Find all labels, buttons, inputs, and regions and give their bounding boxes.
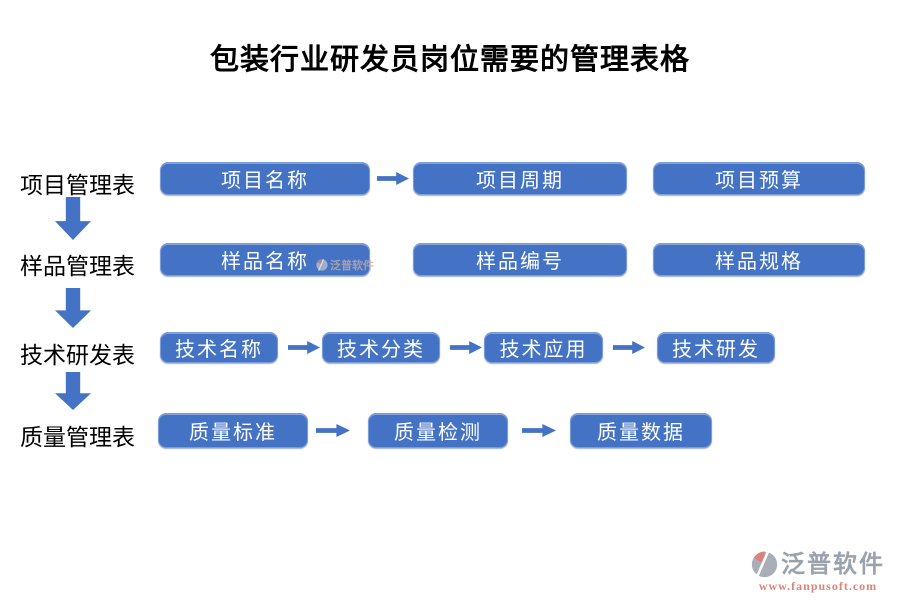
down-arrow-icon — [55, 372, 91, 410]
footer-brand-text: 泛普软件 — [781, 551, 885, 578]
box-quality-standard: 质量标准 — [158, 413, 308, 448]
box-project-cycle: 项目周期 — [413, 162, 627, 195]
footer-brand: 泛普软件 www.fanpusoft.com — [751, 551, 885, 592]
right-arrow-icon — [522, 424, 556, 437]
row-label-technology: 技术研发表 — [20, 343, 135, 368]
down-arrow-icon — [55, 288, 91, 328]
box-project-budget: 项目预算 — [653, 162, 865, 195]
fanpu-logo-icon — [751, 551, 778, 578]
row-label-sample: 样品管理表 — [20, 254, 135, 279]
box-project-name: 项目名称 — [160, 162, 370, 195]
watermark-text: 泛普软件 — [330, 260, 374, 272]
box-tech-application: 技术应用 — [484, 332, 603, 363]
box-tech-rnd: 技术研发 — [657, 332, 775, 363]
box-sample-name: 样品名称 — [160, 243, 370, 276]
right-arrow-icon — [288, 341, 320, 354]
watermark-logo-icon — [316, 259, 328, 271]
down-arrow-icon — [55, 197, 91, 240]
row-label-quality: 质量管理表 — [20, 425, 135, 450]
right-arrow-icon — [316, 424, 350, 437]
right-arrow-icon — [377, 172, 409, 185]
footer-url: www.fanpusoft.com — [758, 579, 878, 593]
box-quality-inspection: 质量检测 — [368, 413, 508, 448]
box-sample-spec: 样品规格 — [653, 243, 865, 276]
right-arrow-icon — [613, 341, 645, 354]
box-tech-name: 技术名称 — [160, 332, 278, 363]
box-sample-number: 样品编号 — [413, 243, 627, 276]
page-title: 包装行业研发员岗位需要的管理表格 — [209, 44, 690, 76]
box-quality-data: 质量数据 — [570, 413, 712, 448]
right-arrow-icon — [450, 341, 482, 354]
row-label-project: 项目管理表 — [20, 173, 135, 198]
watermark: 泛普软件 — [316, 257, 374, 273]
box-tech-category: 技术分类 — [322, 332, 440, 363]
